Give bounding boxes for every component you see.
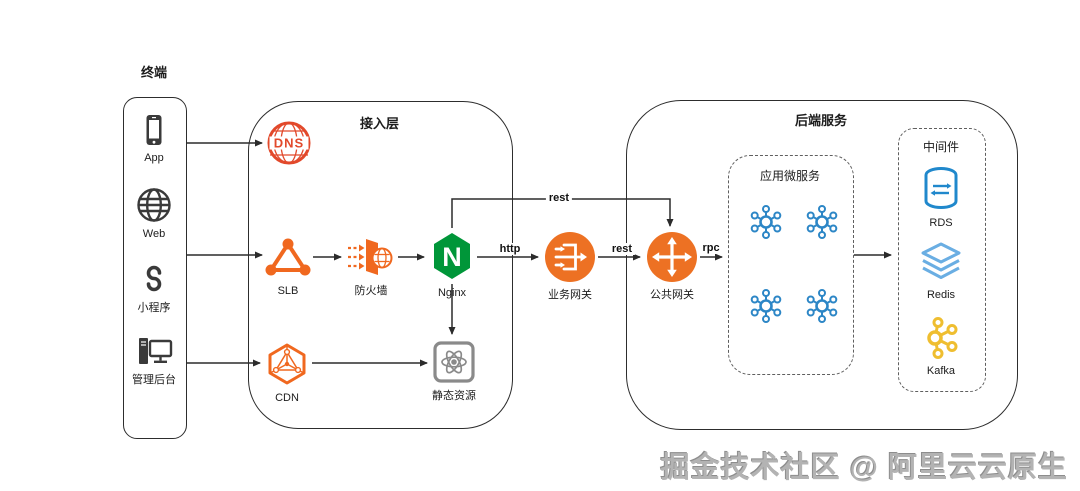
- app-phone-icon: [146, 115, 162, 145]
- middleware-title: 中间件: [922, 140, 959, 154]
- terminal-item-app: App: [123, 112, 185, 164]
- nginx-node: N Nginx: [414, 231, 490, 299]
- public-gateway-node: 公共网关: [634, 231, 710, 301]
- cdn-node: CDN: [249, 342, 325, 404]
- static-resource-icon: [433, 341, 475, 383]
- watermark: 掘金技术社区 @ 阿里云云原生: [660, 452, 1068, 484]
- edge-label-http: http: [496, 243, 524, 256]
- slb-label: SLB: [277, 285, 299, 297]
- edge-label-rest-mid: rest: [608, 243, 636, 256]
- rds-icon: [924, 167, 958, 209]
- nginx-letter: N: [442, 242, 462, 272]
- dns-text: DNS: [274, 136, 304, 151]
- microservice-hub-icon: [750, 205, 782, 239]
- business-gateway-node: 业务网关: [532, 231, 608, 301]
- backend-title: 后端服务: [794, 113, 847, 128]
- admin-desktop-icon: [139, 338, 173, 364]
- slb-node: SLB: [250, 235, 326, 297]
- firewall-label: 防火墙: [354, 285, 388, 297]
- terminal-item-web: Web: [123, 186, 185, 240]
- slb-icon: [265, 238, 311, 276]
- terminal-item-label: App: [144, 152, 164, 164]
- edge-label-rest-top: rest: [545, 192, 573, 205]
- terminal-title: 终端: [140, 65, 167, 80]
- terminal-item-miniprogram: 小程序: [123, 262, 185, 314]
- kafka-label: Kafka: [926, 365, 956, 377]
- microservice-hub-icon: [806, 205, 838, 239]
- cdn-label: CDN: [275, 392, 299, 404]
- static-resource-node: 静态资源: [416, 340, 492, 402]
- kafka-icon: [927, 317, 958, 359]
- nginx-icon: N: [434, 233, 470, 279]
- access-layer-title: 接入层: [359, 116, 399, 131]
- terminal-item-label: Web: [142, 228, 166, 240]
- public-gateway-label: 公共网关: [650, 289, 694, 301]
- public-gateway-icon: [647, 232, 697, 282]
- microservices-title: 应用微服务: [759, 169, 820, 183]
- firewall-node: 防火墙: [333, 235, 409, 297]
- kafka-node: Kafka: [898, 316, 984, 377]
- business-gateway-icon: [545, 232, 595, 282]
- dns-icon: DNS: [267, 121, 311, 165]
- business-gateway-label: 业务网关: [548, 289, 592, 301]
- microservice-hub-icon: [806, 289, 838, 323]
- microservice-hub-icon: [750, 289, 782, 323]
- redis-node: Redis: [898, 242, 984, 301]
- microservices-box: [728, 155, 854, 375]
- dns-node: DNS: [251, 120, 327, 166]
- edge-label-rpc: rpc: [699, 242, 723, 255]
- terminal-item-admin: 管理后台: [123, 334, 185, 386]
- terminal-item-label: 小程序: [137, 302, 171, 314]
- cdn-icon: [268, 343, 306, 385]
- redis-label: Redis: [926, 289, 956, 301]
- rds-node: RDS: [898, 164, 984, 229]
- miniprogram-icon: [146, 265, 162, 292]
- web-globe-icon: [137, 188, 171, 222]
- terminal-item-label: 管理后台: [132, 374, 176, 386]
- nginx-label: Nginx: [437, 287, 467, 299]
- rds-label: RDS: [929, 217, 953, 229]
- static-resource-label: 静态资源: [432, 390, 476, 402]
- redis-icon: [921, 242, 961, 279]
- firewall-icon: [348, 239, 393, 275]
